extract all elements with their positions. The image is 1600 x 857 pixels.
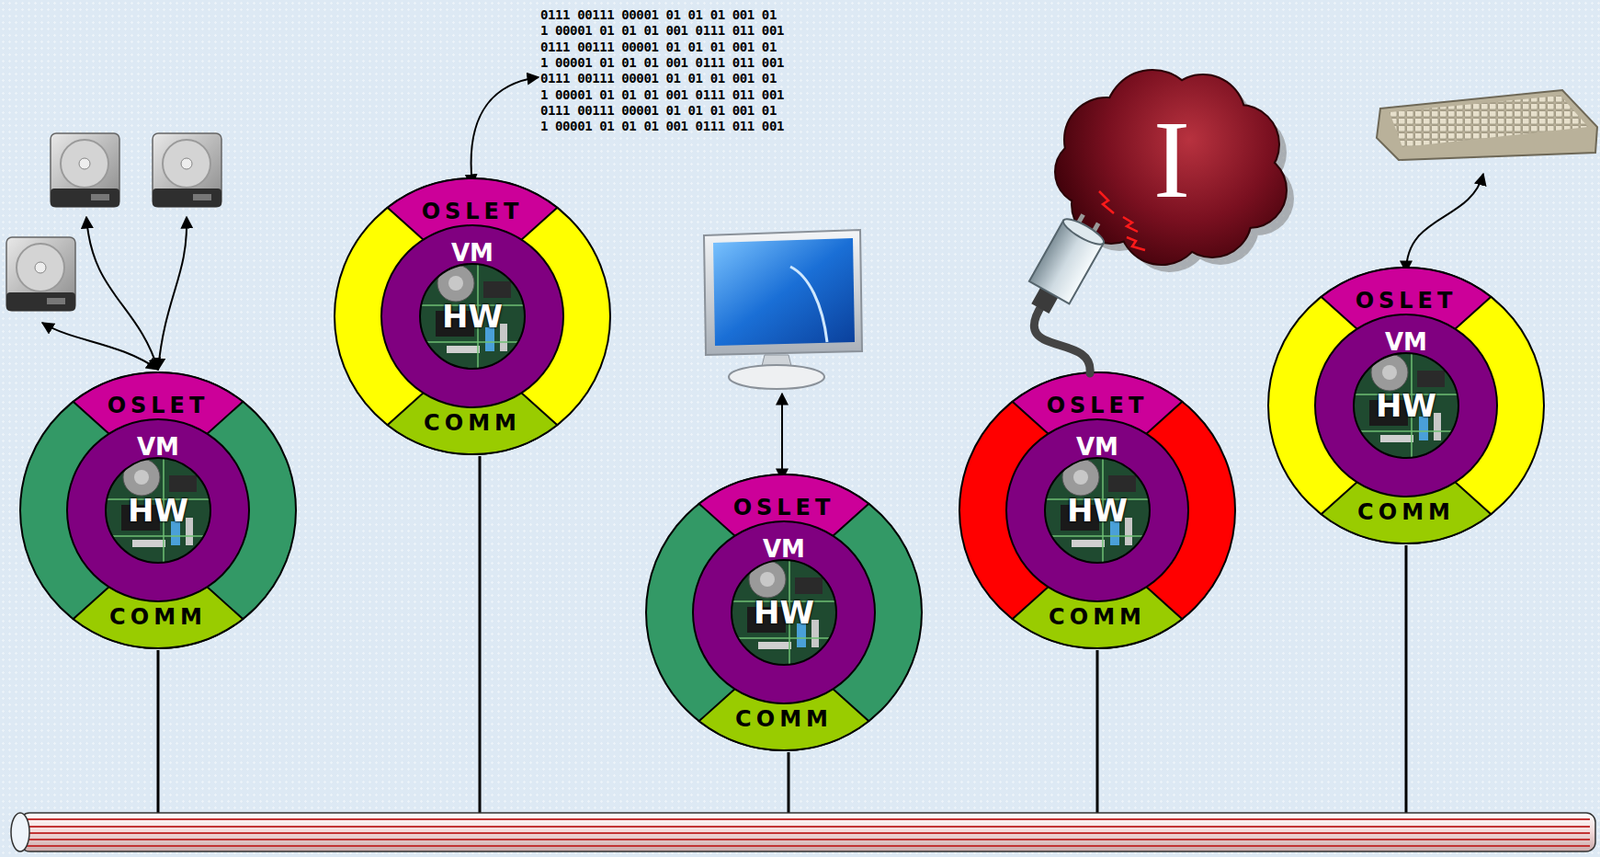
layer-label: HW xyxy=(1043,494,1151,526)
binary-data: 1 00001 01 01 01 001 0111 011 001 xyxy=(540,56,784,69)
shape-part xyxy=(419,262,526,370)
vm-disc xyxy=(67,419,250,602)
hardware-core: HW xyxy=(104,456,212,564)
service-ring: OSLET COMM VM HW xyxy=(1266,265,1546,545)
service-ring: OSLET COMM VM HW xyxy=(332,176,613,456)
layer-label: VM xyxy=(380,240,565,265)
layer-label: OSLET xyxy=(18,394,298,417)
layer-label: VM xyxy=(1314,329,1498,354)
binary-data: 1 00001 01 01 01 001 0111 011 001 xyxy=(540,119,784,133)
shape-part xyxy=(437,264,475,302)
circuit-board xyxy=(730,558,838,666)
shape-part xyxy=(1382,364,1397,380)
vm-ring: VM HW xyxy=(1005,418,1190,602)
vm-ring: VM HW xyxy=(692,520,876,704)
shape-part xyxy=(1071,539,1105,547)
shape-part xyxy=(134,469,149,485)
layer-label: OSLET xyxy=(332,200,613,223)
shape-part xyxy=(419,262,526,370)
shape-part xyxy=(169,475,197,492)
layer-label: VM xyxy=(692,536,876,561)
comm-label: COMM xyxy=(1266,500,1546,523)
hw-border xyxy=(1044,457,1150,563)
shape-part xyxy=(132,539,166,547)
disk-icon xyxy=(6,237,76,311)
layer-label: OSLET xyxy=(1266,289,1546,312)
shape-part xyxy=(1043,456,1151,564)
layer-label: OSLET xyxy=(957,394,1237,417)
shape-part xyxy=(1371,353,1408,391)
vm-ring: VM HW xyxy=(380,224,565,409)
shape-part xyxy=(730,558,838,666)
binary-data: 0111 00111 00001 01 01 01 001 01 xyxy=(540,103,777,117)
layer-label: VM xyxy=(1005,434,1190,459)
shape-part xyxy=(483,281,511,298)
vm-disc xyxy=(692,521,875,704)
vm-disc xyxy=(1006,419,1189,602)
layer-label: HW xyxy=(419,300,526,332)
service-ring: OSLET COMM VM HW xyxy=(18,370,298,650)
hw-border xyxy=(419,263,525,369)
shape-part xyxy=(448,275,464,291)
layer-label: OSLET xyxy=(644,496,924,519)
comm-label: COMM xyxy=(18,605,298,628)
shape-part xyxy=(1352,351,1460,459)
circuit-board xyxy=(104,456,212,564)
service-ring: OSLET COMM VM HW xyxy=(644,472,924,752)
hw-border xyxy=(1353,352,1459,458)
circuit-board xyxy=(1352,351,1460,459)
comm-label: COMM xyxy=(957,605,1237,628)
binary-data: 1 00001 01 01 01 001 0111 011 001 xyxy=(540,88,784,102)
shape-part xyxy=(1043,456,1151,564)
hardware-core: HW xyxy=(1043,456,1151,564)
shape-part xyxy=(730,558,838,666)
shape-part xyxy=(1352,351,1460,459)
vm-ring: VM HW xyxy=(1314,313,1498,498)
shape-part xyxy=(1380,434,1414,443)
comm-label: COMM xyxy=(644,707,924,730)
shape-part xyxy=(123,458,160,496)
shape-part xyxy=(794,577,823,594)
hardware-core: HW xyxy=(1352,351,1460,459)
binary-data: 1 00001 01 01 01 001 0111 011 001 xyxy=(540,23,784,37)
network-bus xyxy=(11,812,1596,852)
hw-border xyxy=(105,457,211,563)
disk-icon xyxy=(152,133,222,207)
cloud-label: I xyxy=(1051,104,1293,216)
shape-part xyxy=(748,560,786,598)
vm-ring: VM HW xyxy=(66,418,250,602)
shape-part xyxy=(446,345,480,353)
keyboard-icon xyxy=(1376,90,1598,160)
binary-data: 0111 00111 00001 01 01 01 001 01 xyxy=(540,8,777,22)
service-ring: OSLET COMM VM HW xyxy=(957,370,1237,650)
vm-disc xyxy=(1315,314,1498,497)
layer-label: VM xyxy=(66,434,250,459)
shape-part xyxy=(760,571,775,587)
shape-part xyxy=(104,456,212,564)
vm-disc xyxy=(381,225,564,408)
plug-icon xyxy=(1020,207,1112,320)
hardware-core: HW xyxy=(730,558,838,666)
comm-label: COMM xyxy=(332,411,613,434)
binary-data: 0111 00111 00001 01 01 01 001 01 xyxy=(540,71,777,85)
monitor-icon xyxy=(703,229,863,389)
layer-label: HW xyxy=(730,596,838,628)
layer-label: HW xyxy=(1352,389,1460,421)
shape-part xyxy=(1417,370,1445,387)
circuit-board xyxy=(1043,456,1151,564)
hardware-core: HW xyxy=(419,262,526,370)
shape-part xyxy=(1062,458,1100,496)
shape-part xyxy=(1108,475,1136,492)
shape-part xyxy=(104,456,212,564)
disk-icon xyxy=(50,133,120,207)
shape-part xyxy=(1073,469,1089,485)
layer-label: HW xyxy=(104,494,212,526)
binary-data: 0111 00111 00001 01 01 01 001 01 xyxy=(540,40,777,54)
shape-part xyxy=(758,641,792,649)
hw-border xyxy=(731,559,837,665)
circuit-board xyxy=(419,262,526,370)
